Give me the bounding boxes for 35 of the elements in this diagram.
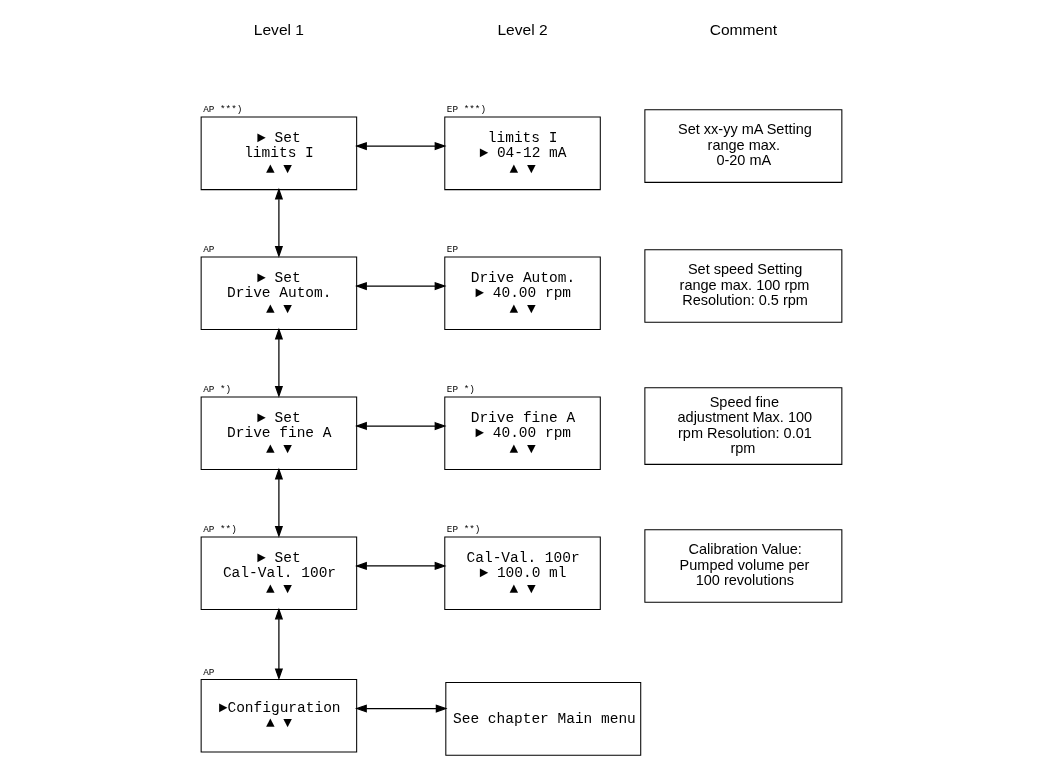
label: Level 2: [497, 20, 548, 38]
node-box: See chapter Main menu: [445, 682, 642, 756]
arrow: [355, 704, 448, 713]
label: Level 1: [253, 20, 304, 38]
node-box: ►Configuration ▲ ▼: [200, 678, 358, 753]
node-box: ► Set Drive Autom. ▲ ▼: [200, 256, 358, 331]
arrow: [274, 187, 284, 258]
node-label: EP *): [446, 384, 475, 395]
arrow: [355, 421, 447, 431]
node-box: ► Set limits I ▲ ▼: [200, 116, 358, 191]
arrow: [355, 561, 447, 571]
node-box: ► Set Drive fine A ▲ ▼: [200, 396, 358, 471]
node-label: AP **): [203, 523, 237, 535]
arrow: [355, 281, 447, 291]
arrow: [355, 141, 447, 151]
node-label: EP **): [446, 523, 481, 535]
node-box: Drive Autom. ► 40.00 rpm ▲ ▼: [444, 256, 601, 331]
node-label: AP ***): [203, 104, 243, 116]
node-label: EP ***): [446, 104, 487, 116]
node-box: limits I ► 04-12 mA ▲ ▼: [444, 116, 601, 191]
node-box: Set speed Setting range max. 100 rpm Resolution: 0.5 rpm: [644, 249, 843, 323]
node-label: AP *): [203, 384, 232, 395]
node-box: Calibration Value: Pumped volume per 100 revolutions: [644, 529, 843, 603]
arrow: [274, 327, 284, 398]
node-label: AP: [203, 244, 215, 256]
label: Comment: [709, 20, 778, 38]
arrow: [274, 467, 284, 538]
node-box: ► Set Cal-Val. 100r ▲ ▼: [200, 536, 358, 611]
node-box: Speed fine adjustment Max. 100 rpm Resolution: 0.01 rpm: [644, 387, 843, 465]
node-box: Drive fine A ► 40.00 rpm ▲ ▼: [444, 396, 601, 471]
arrow: [274, 607, 284, 681]
node-box: Set xx-yy mA Setting range max. 0-20 mA: [644, 109, 843, 183]
node-label: AP: [203, 666, 215, 678]
node-label: EP: [446, 244, 459, 256]
node-box: Cal-Val. 100r ► 100.0 ml ▲ ▼: [444, 536, 601, 611]
